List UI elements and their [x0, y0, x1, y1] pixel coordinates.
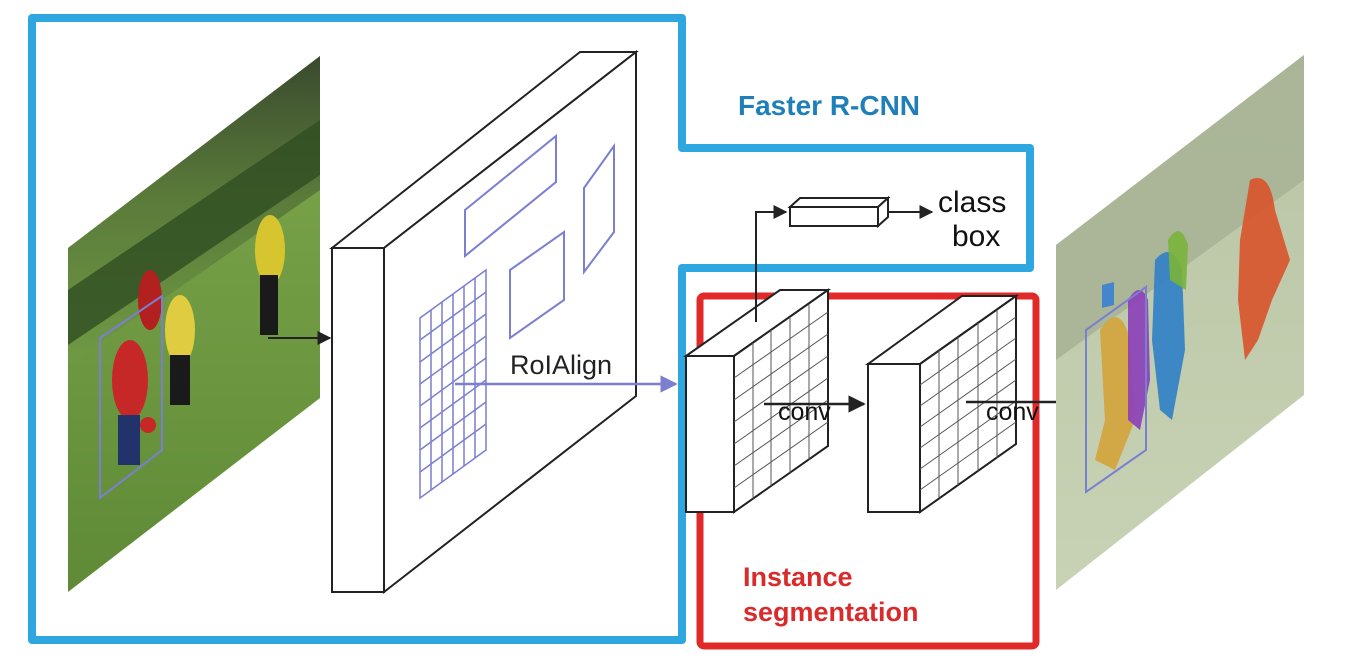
- faster-rcnn-outline: [28, 14, 1034, 644]
- roialign-label: RoIAlign: [510, 350, 613, 380]
- mask-orange: [1238, 178, 1290, 360]
- fc-block: [787, 195, 891, 229]
- mask-feature-block: [864, 294, 1020, 514]
- conv-label-1: conv: [778, 398, 831, 426]
- output-image: [1056, 55, 1304, 590]
- faster-rcnn-label: Faster R-CNN: [738, 90, 921, 121]
- mask-yellow: [1095, 317, 1135, 470]
- roi-proposals: [464, 133, 615, 340]
- mask-blue: [1152, 252, 1185, 420]
- class-label: class: [938, 186, 1007, 219]
- feature-map: [329, 49, 639, 595]
- branch-to-class-box: [755, 205, 788, 322]
- roi-grid: [419, 268, 487, 500]
- mask-purple: [1128, 290, 1150, 430]
- instance-label-line1: Instance: [743, 562, 853, 592]
- input-image: [68, 56, 320, 592]
- box-label: box: [952, 220, 1001, 253]
- instance-label-line2: segmentation: [743, 597, 919, 627]
- roi-feature-block: [682, 288, 832, 514]
- mask-small-blue: [1102, 282, 1114, 308]
- mask-green: [1168, 231, 1188, 290]
- conv-label-2: conv: [986, 398, 1039, 426]
